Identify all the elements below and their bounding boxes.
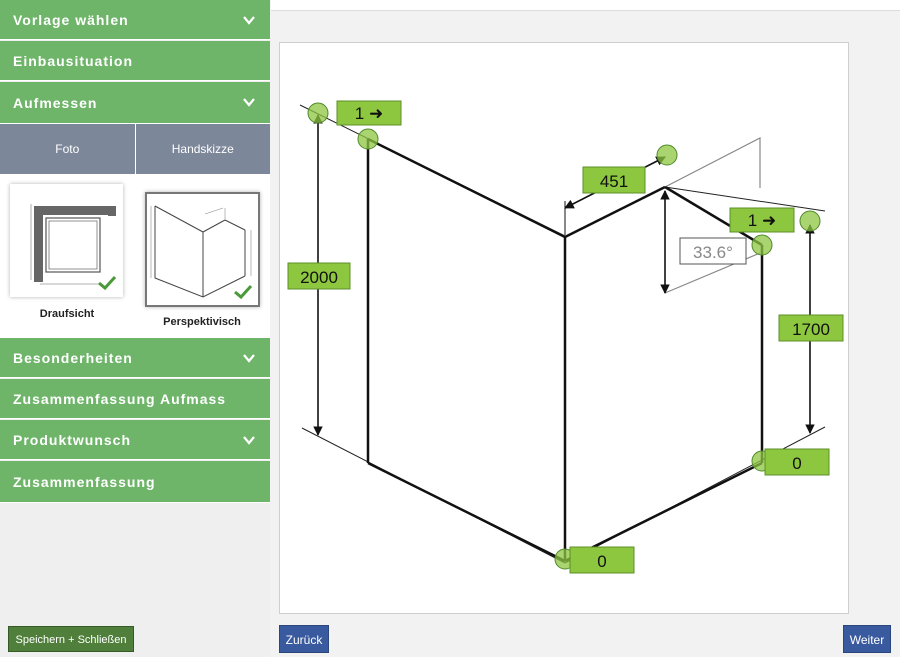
marker-left-top-text: 1 ➜: [355, 104, 383, 123]
tab-handskizze[interactable]: Handskizze: [134, 124, 271, 174]
sketch-canvas[interactable]: 1 ➜ 1 ➜ 451 33.6° 2000 1700 0 0: [279, 42, 849, 614]
height-left-label: 2000: [300, 268, 338, 287]
section-vorlage-waehlen[interactable]: Vorlage wählen: [0, 0, 270, 40]
bottom-center-label: 0: [597, 552, 606, 571]
section-besonderheiten[interactable]: Besonderheiten: [0, 338, 270, 378]
section-aufmessen[interactable]: Aufmessen: [0, 82, 270, 124]
bottom-center-box: [569, 546, 635, 574]
bottom-right-label: 0: [792, 454, 801, 473]
top-bar: [271, 0, 900, 11]
tab-foto[interactable]: Foto: [55, 142, 80, 156]
view-perspektivisch-thumbnail[interactable]: [145, 192, 260, 307]
marker-right-top-text: 1 ➜: [748, 211, 776, 230]
marker-left-top-box: [336, 100, 402, 126]
chevron-down-icon: [243, 436, 255, 445]
next-button[interactable]: Weiter: [843, 625, 891, 653]
perspective-sketch: 1 ➜ 1 ➜ 451 33.6° 2000 1700 0 0: [287, 100, 844, 574]
save-and-close-button[interactable]: Speichern + Schließen: [8, 626, 134, 652]
measure-tabs: Foto Handskizze: [0, 124, 270, 174]
section-label: Besonderheiten: [13, 350, 133, 366]
perspective-view-icon: [150, 205, 252, 298]
section-label: Aufmessen: [13, 95, 98, 111]
section-label: Zusammenfassung: [13, 474, 156, 490]
marker-right-top-box: [729, 207, 795, 233]
width-label: 451: [600, 172, 628, 191]
width-label-box: [582, 166, 646, 194]
check-icon: [234, 284, 253, 300]
height-right-label: 1700: [792, 320, 830, 339]
section-label: Vorlage wählen: [13, 12, 129, 28]
back-button[interactable]: Zurück: [279, 625, 329, 653]
section-zusammenfassung[interactable]: Zusammenfassung: [0, 461, 270, 503]
view-thumbnails: Draufsicht Perspektivisch: [0, 174, 270, 338]
section-zusammenfassung-aufmass[interactable]: Zusammenfassung Aufmass: [0, 379, 270, 419]
chevron-down-icon: [243, 354, 255, 363]
section-produktwunsch[interactable]: Produktwunsch: [0, 420, 270, 460]
sidebar: Vorlage wählen Einbausituation Aufmessen…: [0, 0, 270, 657]
bottom-right-box: [764, 448, 830, 476]
view-draufsicht-thumbnail[interactable]: [10, 184, 123, 297]
check-icon: [98, 275, 117, 291]
chevron-down-icon: [243, 98, 255, 107]
view-perspektivisch-label: Perspektivisch: [163, 316, 241, 328]
angle-label: 33.6°: [693, 243, 733, 262]
section-einbausituation[interactable]: Einbausituation: [0, 41, 270, 81]
chevron-down-icon: [243, 16, 255, 25]
angle-label-box: [679, 237, 747, 265]
height-left-box: [287, 262, 351, 290]
height-right-box: [778, 314, 844, 342]
top-view-icon: [30, 204, 116, 285]
view-draufsicht-label: Draufsicht: [39, 308, 95, 320]
section-label: Produktwunsch: [13, 432, 132, 448]
section-label: Zusammenfassung Aufmass: [13, 391, 227, 407]
section-label: Einbausituation: [13, 53, 133, 69]
